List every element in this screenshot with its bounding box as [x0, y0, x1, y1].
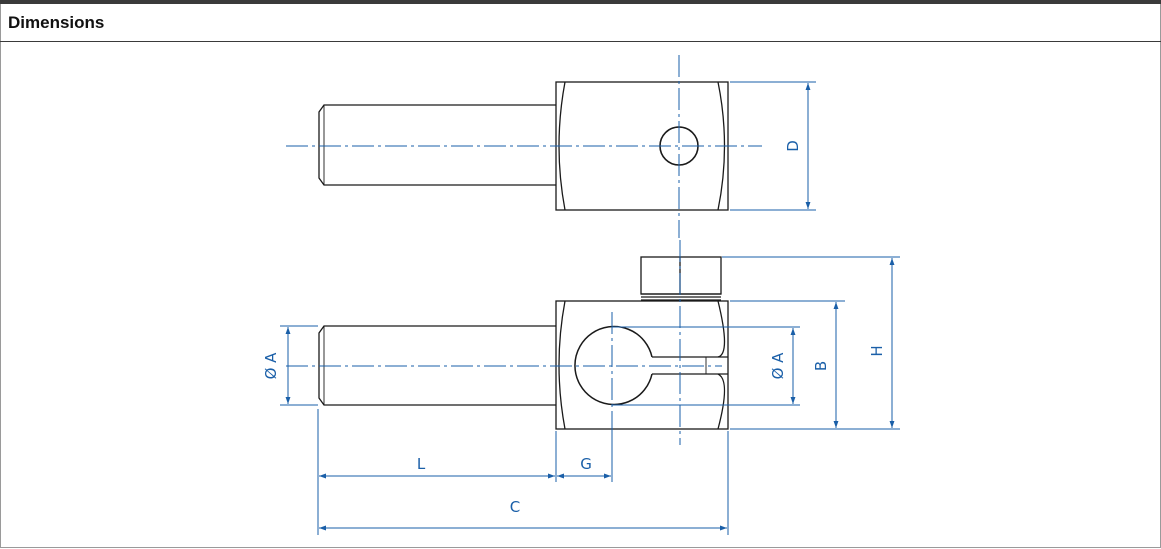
front-centerlines — [286, 240, 722, 445]
front-bore — [574, 325, 653, 406]
dimension-b — [730, 300, 845, 430]
front-body — [555, 300, 729, 430]
dimension-h — [722, 256, 900, 430]
top-centerlines — [286, 55, 762, 238]
label-b: B — [812, 361, 830, 371]
label-h: H — [868, 345, 886, 356]
label-a-right: Ø A — [769, 352, 787, 380]
dimension-a-left — [280, 325, 318, 406]
dimension-d — [730, 81, 816, 211]
label-g: G — [580, 455, 592, 473]
label-l: L — [417, 455, 426, 473]
label-c: C — [510, 498, 520, 516]
section-title: Dimensions — [8, 13, 105, 32]
top-rule — [0, 0, 1161, 4]
top-shaft — [318, 104, 556, 186]
dimensions-horizontal — [317, 409, 729, 535]
label-d: D — [784, 140, 802, 152]
screw-head — [640, 256, 722, 295]
label-a-left: Ø A — [262, 352, 280, 380]
front-view — [318, 256, 729, 430]
dimension-a-right — [612, 326, 800, 406]
section-header: Dimensions — [0, 4, 1161, 42]
